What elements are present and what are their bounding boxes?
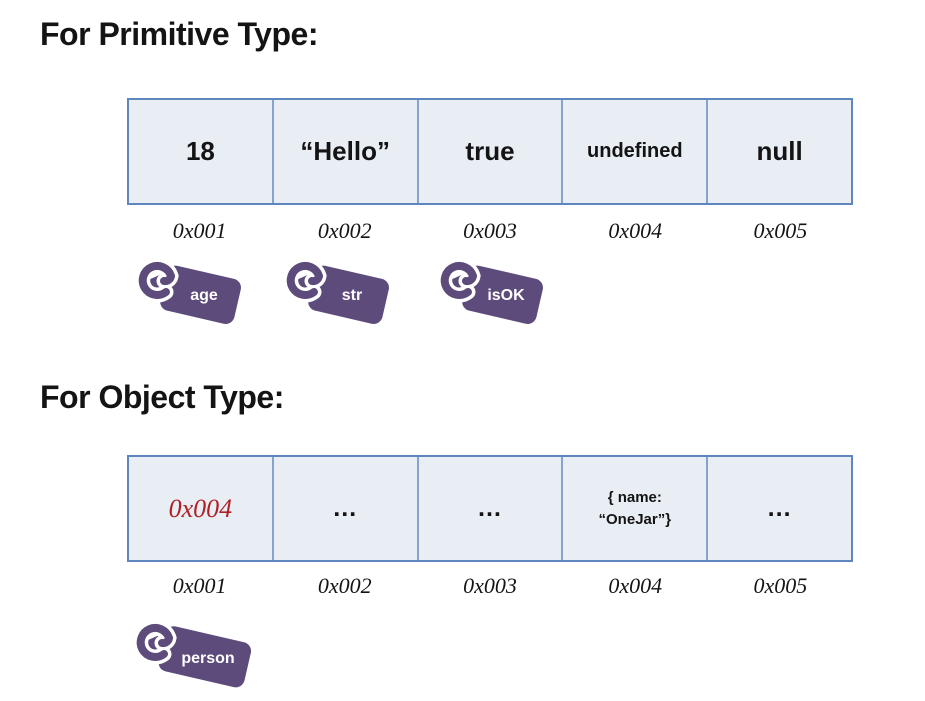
tag-label: str — [342, 287, 362, 304]
memory-address: 0x002 — [317, 573, 372, 598]
tag-label: age — [190, 287, 218, 304]
object-section-title: For Object Type: — [40, 379, 284, 415]
memory-cell: { name: “OneJar”} — [561, 457, 706, 560]
memory-cell-value: … — [766, 494, 793, 522]
memory-cell-value: … — [332, 494, 359, 522]
memory-cell: 0x004 — [129, 457, 272, 560]
tag-icon: isOK — [437, 258, 543, 324]
tag-label: person — [181, 650, 234, 667]
variable-tag-isok: isOK — [435, 250, 553, 334]
primitive-address-row: 0x001 0x002 0x003 0x004 0x005 — [127, 218, 853, 244]
primitive-tags-row: age str isOK — [127, 250, 853, 334]
memory-address: 0x005 — [753, 573, 808, 598]
memory-address: 0x003 — [463, 218, 517, 243]
memory-cell-value: “Hello” — [300, 136, 390, 166]
memory-cell: undefined — [561, 100, 706, 203]
object-memory-table: 0x004 … … { name: “OneJar”} … — [127, 455, 853, 562]
memory-cell-reference: 0x004 — [168, 493, 233, 523]
memory-address: 0x002 — [317, 218, 372, 243]
memory-cell: … — [416, 457, 562, 560]
memory-cell-value: null — [756, 136, 803, 166]
memory-cell-value: undefined — [587, 140, 683, 162]
variable-tag-age: age — [133, 250, 251, 334]
memory-cell-value: 18 — [185, 136, 215, 166]
memory-cell-value: … — [476, 494, 503, 522]
memory-cell: “Hello” — [271, 100, 417, 203]
memory-address: 0x005 — [753, 218, 808, 243]
primitive-memory-table: 18 “Hello” true undefined null — [127, 98, 853, 205]
object-address-row: 0x001 0x002 0x003 0x004 0x005 — [127, 573, 853, 599]
tag-ring-icon — [136, 623, 174, 661]
tag-ring-icon — [138, 261, 176, 299]
memory-cell: null — [706, 100, 851, 203]
variable-tag-str: str — [281, 250, 399, 334]
variable-tag-person: person — [131, 610, 261, 696]
memory-address: 0x001 — [172, 573, 227, 598]
memory-cell: … — [706, 457, 851, 560]
memory-cell-value: true — [465, 136, 515, 166]
memory-address: 0x004 — [608, 218, 663, 243]
memory-cell-object-value: { name: “OneJar”} — [598, 488, 672, 528]
memory-address: 0x003 — [463, 573, 517, 598]
memory-address: 0x004 — [608, 573, 663, 598]
primitive-section-title: For Primitive Type: — [40, 16, 318, 52]
tag-icon: str — [283, 258, 389, 324]
tag-icon: age — [135, 258, 241, 324]
tag-icon: person — [133, 620, 252, 688]
memory-cell: true — [416, 100, 562, 203]
memory-cell: … — [271, 457, 417, 560]
memory-address: 0x001 — [172, 218, 227, 243]
object-tags-row: person — [127, 610, 853, 694]
tag-ring-icon — [286, 261, 324, 299]
tag-ring-icon — [440, 261, 478, 299]
tag-label: isOK — [487, 287, 525, 304]
memory-cell: 18 — [129, 100, 272, 203]
